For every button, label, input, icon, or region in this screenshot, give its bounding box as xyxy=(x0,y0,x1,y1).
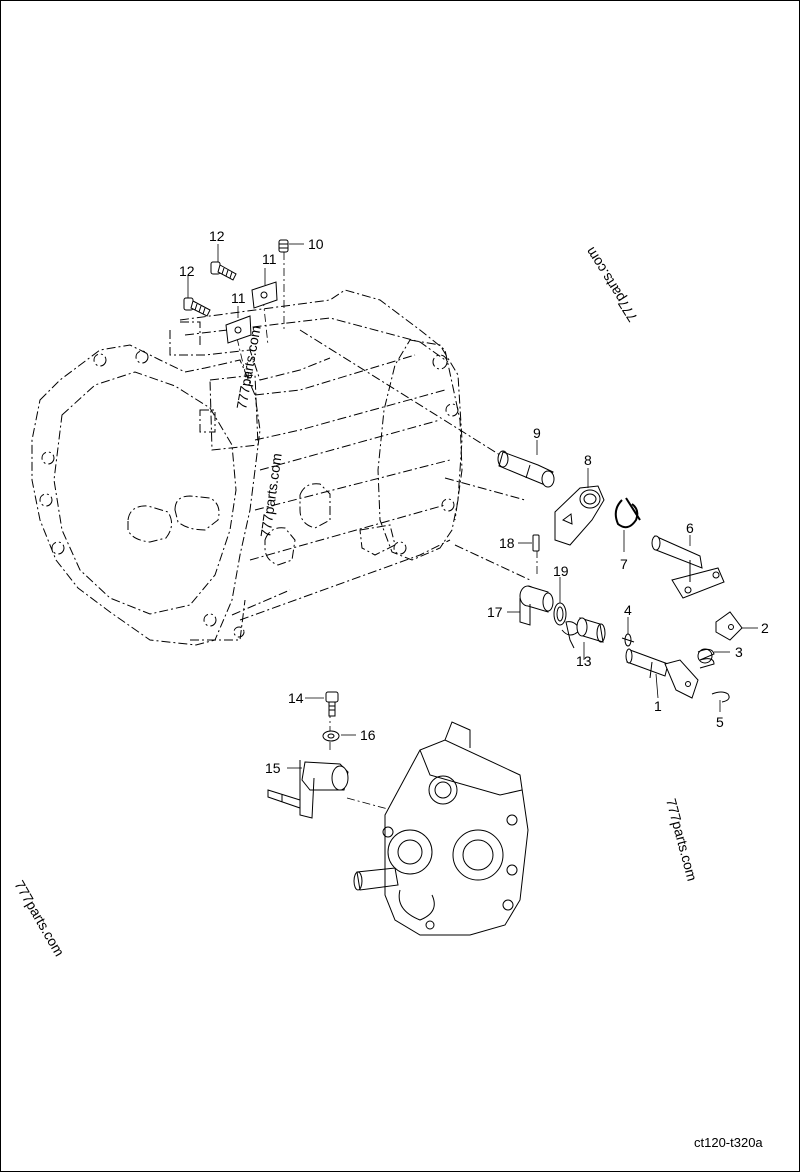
part-15-arm xyxy=(267,760,349,819)
callout-18: 18 xyxy=(499,535,515,551)
callout-13: 13 xyxy=(576,653,592,669)
callout-6: 6 xyxy=(686,520,694,536)
callout-10: 10 xyxy=(308,236,324,252)
part-8-lever xyxy=(554,485,605,546)
callout-12-lower: 12 xyxy=(179,263,195,279)
watermark-bottom-left: 777parts.com xyxy=(11,878,67,959)
part-12-bolt-lower xyxy=(183,297,211,317)
watermark-right: 777parts.com xyxy=(663,797,700,883)
callout-numbers: 10 12 12 11 11 9 8 6 7 18 19 17 4 2 3 13… xyxy=(179,228,769,776)
projection-lines xyxy=(236,252,538,816)
callout-leaders xyxy=(187,243,758,769)
watermark-top-right: 777parts.com xyxy=(582,244,641,324)
front-housing xyxy=(353,721,529,936)
part-9-bushing xyxy=(497,450,555,488)
callout-3: 3 xyxy=(735,644,743,660)
part-12-bolt-upper xyxy=(210,261,237,281)
part-5-clip xyxy=(711,691,730,703)
callout-9: 9 xyxy=(533,425,541,441)
part-14-bolt xyxy=(325,691,339,717)
parts xyxy=(183,239,743,819)
part-11-plate-lower xyxy=(225,315,252,344)
part-18-pin xyxy=(532,534,540,552)
part-6-shaft xyxy=(651,535,725,599)
part-10-plug xyxy=(278,239,289,253)
callout-12-upper: 12 xyxy=(209,228,225,244)
part-16-washer xyxy=(322,730,340,742)
callout-11-upper: 11 xyxy=(262,251,277,267)
callout-15: 15 xyxy=(265,760,281,776)
callout-1: 1 xyxy=(654,698,662,714)
part-3-spring xyxy=(697,648,715,669)
part-7-clip xyxy=(614,497,641,529)
callout-19: 19 xyxy=(553,563,569,579)
part-13-spring xyxy=(561,617,606,649)
callout-14: 14 xyxy=(288,690,304,706)
callout-2: 2 xyxy=(761,620,769,636)
part-4-pin xyxy=(621,633,635,647)
part-1-shaft xyxy=(625,648,699,699)
watermarks: 777parts.com 777parts.com 777parts.com 7… xyxy=(11,244,700,958)
callout-7: 7 xyxy=(620,556,628,572)
watermark-housing-mid: 777parts.com xyxy=(257,452,285,538)
part-17-fork xyxy=(519,585,554,626)
part-2-bracket xyxy=(715,611,743,641)
callout-5: 5 xyxy=(716,714,724,730)
callout-16: 16 xyxy=(360,727,376,743)
drawing-reference: ct120-t320a xyxy=(694,1135,763,1150)
callout-4: 4 xyxy=(624,602,632,618)
part-11-plate-upper xyxy=(251,281,278,309)
transmission-housing xyxy=(31,289,531,646)
callout-17: 17 xyxy=(487,604,503,620)
part-19-ring xyxy=(553,602,567,626)
callout-11-lower: 11 xyxy=(231,290,246,306)
callout-8: 8 xyxy=(584,452,592,468)
